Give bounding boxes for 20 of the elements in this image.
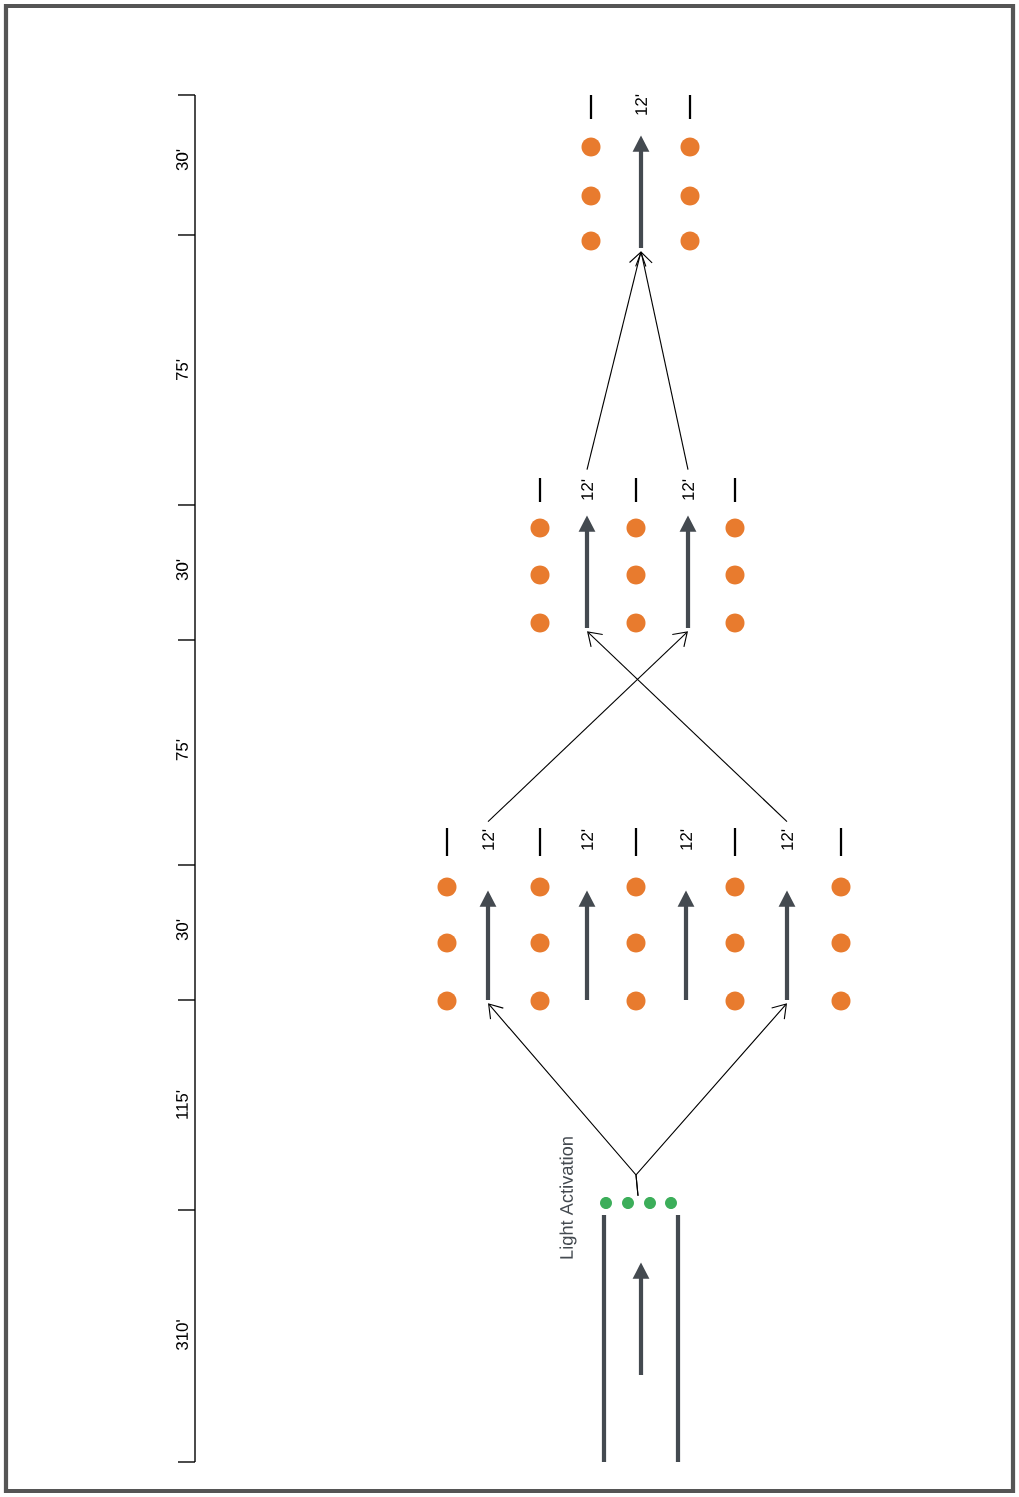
lane-width-label: 12' — [482, 829, 494, 850]
lane-width-label: 12' — [680, 829, 692, 850]
distance-label: 75' — [176, 359, 188, 381]
arrow — [587, 631, 788, 823]
lane-width-label: 12' — [682, 479, 694, 500]
arrow — [635, 251, 689, 471]
distance-label: 30' — [176, 559, 188, 581]
distance-label: 310' — [176, 1320, 188, 1351]
distance-label: 75' — [176, 739, 188, 761]
arrow — [635, 1003, 787, 1197]
distance-label: 30' — [176, 919, 188, 941]
distance-label: 115' — [176, 1090, 188, 1119]
arrow — [586, 251, 647, 471]
lane-width-label: 12' — [781, 829, 793, 850]
lane-width-label: 12' — [581, 829, 593, 850]
lane-width-label: 12' — [635, 94, 647, 115]
lane-width-label: 12' — [581, 479, 593, 500]
distance-label: 30' — [176, 149, 188, 171]
signal-label: Light Activation — [559, 1137, 577, 1259]
arrow — [487, 631, 688, 823]
